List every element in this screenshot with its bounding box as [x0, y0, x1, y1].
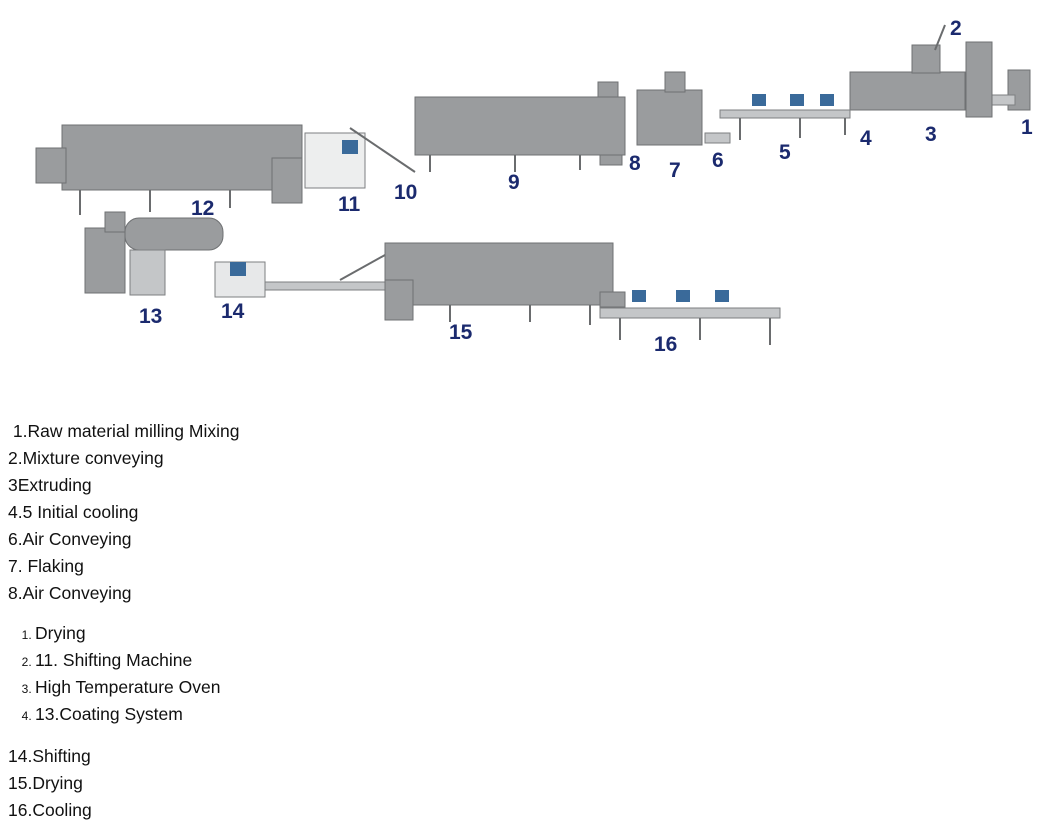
machine-12-oven [35, 124, 303, 215]
step-7: 7. Flaking [8, 556, 84, 576]
label-15: 15 [449, 321, 473, 344]
label-14: 14 [221, 300, 245, 323]
step-2: 2.Mixture conveying [8, 448, 164, 468]
label-1: 1 [1021, 116, 1033, 139]
step-1: 1.Raw material milling Mixing [8, 421, 240, 441]
steps-list-ordered: Drying 11. Shifting Machine High Tempera… [0, 620, 220, 728]
label-2: 2 [950, 17, 962, 40]
label-6: 6 [712, 149, 724, 172]
step-6: 6.Air Conveying [8, 529, 132, 549]
step-16: 16.Cooling [8, 800, 92, 820]
machine-16-cooler [599, 290, 781, 345]
step-4-5: 4.5 Initial cooling [8, 502, 139, 522]
machine-1-mixer [989, 69, 1031, 111]
label-7: 7 [669, 159, 681, 182]
label-3: 3 [925, 123, 937, 146]
label-12: 12 [191, 197, 214, 220]
step-drying: Drying [35, 620, 220, 647]
machine-14-sifter [214, 254, 386, 298]
label-10: 10 [394, 181, 417, 204]
label-16: 16 [654, 333, 677, 356]
label-9: 9 [508, 171, 520, 194]
machine-13-coater [84, 211, 224, 296]
label-13: 13 [139, 305, 162, 328]
steps-list-bottom: 14.Shifting 15.Drying 16.Cooling [8, 743, 92, 824]
step-8: 8.Air Conveying [8, 583, 132, 603]
step-high-temperature-oven: High Temperature Oven [35, 674, 220, 701]
label-11: 11 [338, 193, 361, 216]
step-15: 15.Drying [8, 773, 83, 793]
production-line-diagram: 1 2 3 4 5 6 7 8 9 10 11 12 13 14 15 16 [35, 17, 1033, 356]
machine-4-5-cooler [719, 94, 851, 140]
machine-2-3-extruder [849, 24, 993, 118]
machine-15-dryer [384, 242, 614, 325]
machine-9-dryer [414, 96, 626, 172]
label-4: 4 [860, 127, 872, 150]
label-8: 8 [629, 152, 641, 175]
step-14: 14.Shifting [8, 746, 91, 766]
steps-list-top: 1.Raw material milling Mixing 2.Mixture … [8, 418, 239, 607]
label-5: 5 [779, 141, 791, 164]
step-3: 3Extruding [8, 475, 92, 495]
step-coating-system: 13.Coating System [35, 701, 220, 728]
machine-10-11-sifter [304, 127, 416, 189]
step-shifting-machine: 11. Shifting Machine [35, 647, 220, 674]
